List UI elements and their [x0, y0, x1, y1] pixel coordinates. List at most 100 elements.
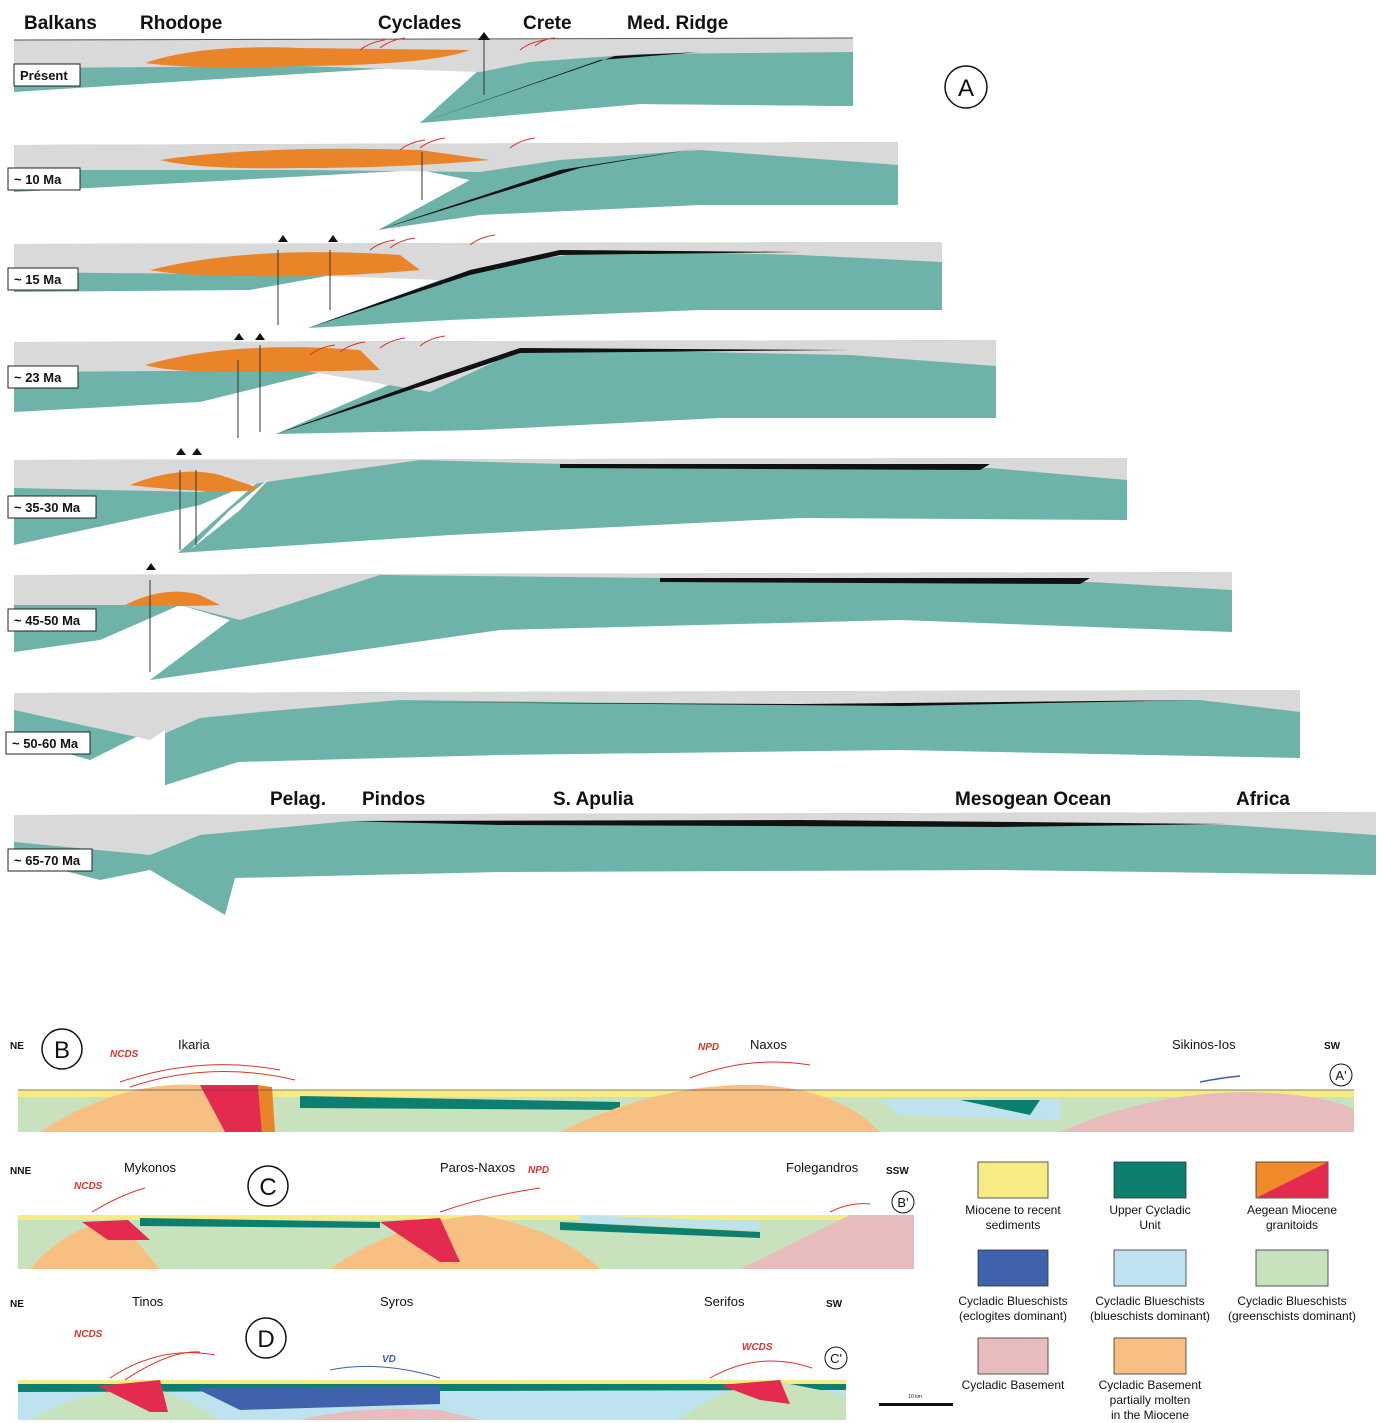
legend-item-miocene-sediments: Miocene to recent sediments: [965, 1161, 1061, 1232]
section-b: [18, 1061, 1354, 1132]
legend-label: (greenschists dominant): [1228, 1309, 1356, 1323]
location-mykonos: Mykonos: [124, 1160, 177, 1175]
legend-swatch: [1113, 1337, 1187, 1375]
location-serifos: Serifos: [704, 1294, 745, 1309]
panel-c-letter: C: [259, 1174, 276, 1201]
legend-swatch: [1255, 1249, 1329, 1287]
time-step-35-30ma: ~ 35-30 Ma: [14, 500, 81, 515]
location-folegandros: Folegandros: [786, 1160, 859, 1175]
section-15ma: [14, 234, 942, 328]
panel-d-marker: [824, 1346, 848, 1370]
legend-label: Aegean Miocene: [1247, 1203, 1337, 1217]
legend-label: granitoids: [1266, 1218, 1318, 1232]
time-box-15ma: ~ 15 Ma: [7, 267, 79, 291]
panel-d-sw: SW: [826, 1299, 843, 1310]
legend-label: Miocene to recent: [965, 1203, 1061, 1217]
section-23ma: [14, 333, 996, 438]
legend-label: Cycladic Blueschists: [958, 1294, 1067, 1308]
legend-label: sediments: [986, 1218, 1041, 1232]
panel-d-letter: D: [257, 1326, 274, 1353]
time-step-50-60ma: ~ 50-60 Ma: [12, 736, 79, 751]
time-box-35-30ma: ~ 35-30 Ma: [7, 495, 97, 519]
time-step-15ma: ~ 15 Ma: [14, 272, 62, 287]
panel-b-ne: NE: [10, 1041, 24, 1052]
label-rhodope: Rhodope: [140, 13, 222, 34]
panel-c-circle: [247, 1165, 289, 1207]
time-step-present: Présent: [20, 68, 68, 83]
legend-item-blueschists-eclogites: Cycladic Blueschists (eclogites dominant…: [958, 1249, 1068, 1323]
legend-label: in the Miocene: [1111, 1408, 1189, 1422]
time-box-45-50ma: ~ 45-50 Ma: [7, 608, 97, 632]
legend-label: Unit: [1139, 1218, 1161, 1232]
time-step-65-70ma: ~ 65-70 Ma: [14, 853, 81, 868]
panel-a-circle: [944, 65, 988, 109]
time-step-45-50ma: ~ 45-50 Ma: [14, 613, 81, 628]
location-ikaria: Ikaria: [178, 1037, 211, 1052]
label-africa: Africa: [1236, 789, 1290, 810]
time-step-10ma: ~ 10 Ma: [14, 172, 62, 187]
legend-item-cycladic-basement: Cycladic Basement: [962, 1337, 1065, 1392]
legend-item-upper-cycladic: Upper Cycladic Unit: [1109, 1161, 1191, 1232]
time-box-23ma: ~ 23 Ma: [7, 365, 79, 389]
time-box-present: Présent: [13, 63, 81, 87]
section-65-70ma: [14, 812, 1376, 915]
time-box-65-70ma: ~ 65-70 Ma: [7, 848, 93, 872]
legend-item-blueschists-greenschists: Cycladic Blueschists (greenschists domin…: [1228, 1249, 1356, 1323]
panel-b-marker-text: A': [1335, 1068, 1346, 1083]
panel-c: NNE SSW C B' Mykonos Paros-Naxos Folegan…: [10, 1160, 915, 1269]
location-syros: Syros: [380, 1294, 414, 1309]
section-d: [18, 1351, 846, 1420]
fault-npd-b: NPD: [698, 1042, 719, 1053]
label-s-apulia: S. Apulia: [553, 789, 634, 810]
panel-b: NE SW B A' Ikaria Naxos Sikinos-Ios NCDS…: [10, 1028, 1354, 1132]
panel-b-circle: [41, 1028, 83, 1070]
legend-item-granitoids: Aegean Miocene granitoids: [1247, 1161, 1337, 1232]
section-c: [18, 1187, 914, 1269]
scale-bar: 10 km: [879, 1394, 953, 1406]
legend-swatch: [977, 1337, 1049, 1375]
time-step-23ma: ~ 23 Ma: [14, 370, 62, 385]
legend-label: (eclogites dominant): [959, 1309, 1067, 1323]
label-balkans: Balkans: [24, 13, 97, 34]
location-sikinos-ios: Sikinos-Ios: [1172, 1037, 1236, 1052]
panel-c-marker-text: B': [897, 1195, 908, 1210]
scale-bar-label: 10 km: [908, 1394, 922, 1400]
legend-item-blueschists-blueschists: Cycladic Blueschists (blueschists domina…: [1090, 1249, 1210, 1323]
fault-ncds-c: NCDS: [74, 1181, 103, 1192]
panel-c-marker: [891, 1190, 915, 1214]
panel-d: NE SW D C' Tinos Syros Serifos NCDS VD W…: [10, 1294, 848, 1420]
label-med-ridge: Med. Ridge: [627, 13, 728, 34]
time-box-50-60ma: ~ 50-60 Ma: [5, 731, 91, 755]
panel-d-marker-text: C': [830, 1351, 842, 1366]
label-mesogean-ocean: Mesogean Ocean: [955, 789, 1111, 810]
panel-d-ne: NE: [10, 1299, 24, 1310]
panel-c-sw: SSW: [886, 1166, 909, 1177]
section-10ma: [14, 137, 898, 230]
panel-b-sw: SW: [1324, 1041, 1341, 1052]
legend: Miocene to recent sediments Upper Cyclad…: [879, 1161, 1356, 1422]
legend-swatch: [1113, 1249, 1187, 1287]
panel-b-letter: B: [54, 1037, 70, 1064]
fault-vd: VD: [382, 1354, 396, 1365]
panel-a-letter: A: [958, 75, 974, 102]
location-paros-naxos: Paros-Naxos: [440, 1160, 516, 1175]
legend-label: Cycladic Basement: [962, 1378, 1065, 1392]
legend-label: Upper Cycladic: [1109, 1203, 1190, 1217]
legend-swatch: [1113, 1161, 1187, 1199]
label-pindos: Pindos: [362, 789, 425, 810]
label-pelag: Pelag.: [270, 789, 326, 810]
legend-label: (blueschists dominant): [1090, 1309, 1210, 1323]
legend-swatch: [977, 1161, 1049, 1199]
section-present: [13, 32, 854, 123]
section-50-60ma: [14, 690, 1300, 790]
legend-label: Cycladic Blueschists: [1237, 1294, 1346, 1308]
fault-npd-c: NPD: [528, 1165, 549, 1176]
legend-item-basement-molten: Cycladic Basement partially molten in th…: [1099, 1337, 1202, 1422]
label-crete: Crete: [523, 13, 572, 34]
location-tinos: Tinos: [132, 1294, 164, 1309]
panel-a: Balkans Rhodope Cyclades Crete Med. Ridg…: [5, 13, 1376, 915]
time-box-10ma: ~ 10 Ma: [7, 167, 81, 191]
location-naxos: Naxos: [750, 1037, 787, 1052]
fault-wcds: WCDS: [742, 1342, 773, 1353]
